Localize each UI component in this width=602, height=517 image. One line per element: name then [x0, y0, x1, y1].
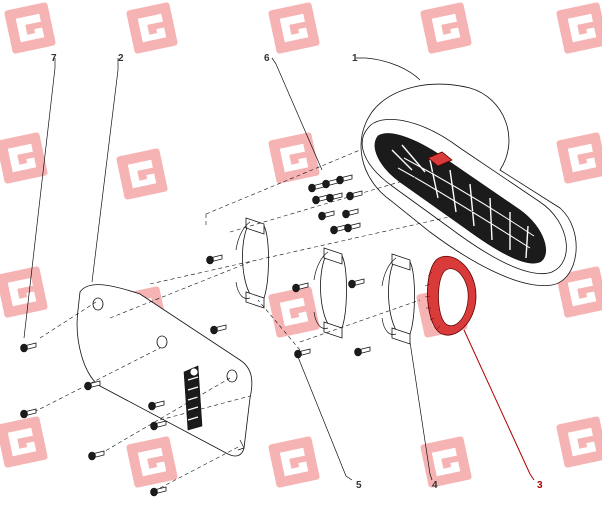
part-cover[interactable]: [76, 284, 253, 457]
callout-4: 4: [432, 480, 438, 491]
screw: [318, 210, 335, 221]
watermark-logo: [268, 2, 320, 54]
callout-3: 3: [537, 480, 543, 491]
watermark-logo: [556, 132, 602, 184]
screw: [344, 222, 361, 233]
screw: [88, 450, 105, 461]
screw: [348, 278, 365, 289]
screw: [308, 182, 325, 193]
part-clamp-left[interactable]: [235, 217, 269, 309]
watermark-logo: [556, 416, 602, 468]
watermark-logo: [268, 132, 320, 184]
watermark-logo: [0, 416, 48, 468]
assembly-lines: [33, 149, 481, 489]
screw: [84, 380, 101, 391]
screw: [20, 408, 37, 419]
watermark-logo: [0, 266, 48, 318]
watermark-logo: [126, 436, 178, 488]
screw: [326, 192, 343, 203]
screw: [206, 254, 223, 265]
leader-lines: [23, 57, 535, 481]
watermark-logo: [268, 286, 320, 338]
part-housing[interactable]: [360, 83, 577, 286]
part-clamp-right[interactable]: [381, 253, 415, 345]
callout-6: 6: [264, 53, 270, 64]
part-clamp-middle[interactable]: [313, 247, 347, 339]
watermark-logo: [116, 148, 168, 200]
screws-group: [20, 174, 371, 497]
callout-1: 1: [352, 53, 358, 64]
screw: [336, 174, 353, 185]
watermark-logo: [420, 436, 472, 488]
watermark-logo: [0, 132, 48, 184]
screw: [20, 342, 37, 353]
screw: [210, 324, 227, 335]
part-ring-highlighted[interactable]: [424, 255, 477, 336]
screw: [312, 194, 329, 205]
watermark-logo: [556, 2, 602, 54]
watermark-logo: [4, 2, 56, 54]
watermark-logo: [268, 436, 320, 488]
screw: [150, 420, 167, 431]
screw: [292, 282, 309, 293]
watermark-logo: [126, 2, 178, 54]
screw: [346, 190, 363, 201]
callout-5: 5: [356, 480, 362, 491]
screw: [354, 346, 371, 357]
screw: [342, 208, 359, 219]
screw: [330, 224, 347, 235]
screw: [150, 486, 167, 497]
watermark-logo: [556, 266, 602, 318]
watermark-logo: [420, 2, 472, 54]
screw: [322, 178, 339, 189]
callout-7: 7: [51, 53, 57, 64]
callout-2: 2: [118, 53, 124, 64]
screw: [148, 400, 165, 411]
